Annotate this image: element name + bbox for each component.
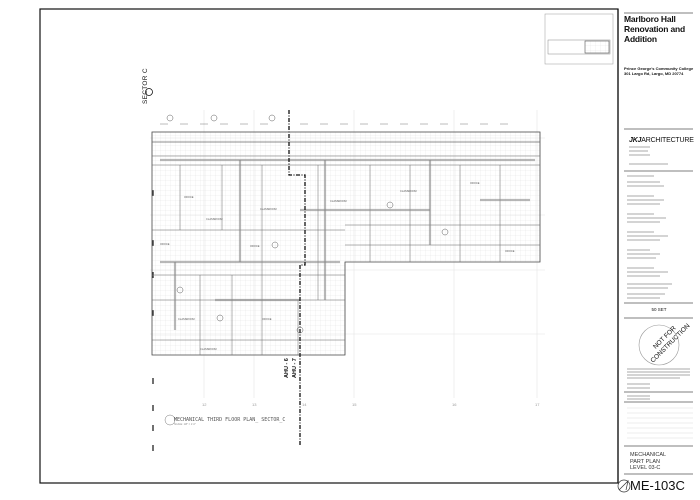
grid-label: 13	[252, 402, 257, 407]
grid-label: 16	[452, 402, 457, 407]
room-label: OFFICE	[470, 182, 480, 185]
sheet-title-line: LEVEL 03-C	[630, 465, 661, 471]
sheet-title: MECHANICAL PART PLAN LEVEL 03-C	[630, 452, 666, 472]
grid-label: 12	[202, 402, 207, 407]
client-name: Prince George's Community College	[624, 66, 694, 71]
room-label: OFFICE	[505, 250, 515, 253]
room-label: OFFICE	[184, 196, 194, 199]
sector-marker	[145, 88, 153, 96]
room-label: OFFICE	[160, 243, 170, 246]
client-info: Prince George's Community College 301 La…	[624, 66, 696, 76]
room-label: CLASSROOM	[200, 348, 217, 351]
ahu-label: AHU - 6	[284, 358, 290, 378]
floor-plan	[151, 114, 541, 356]
room-label: CLASSROOM	[178, 318, 195, 321]
architect-logo: JKJARCHITECTURE	[629, 137, 694, 144]
client-address: 301 Largo Rd, Largo, MD 20774	[624, 71, 684, 76]
grid-label: 17	[535, 402, 540, 407]
plan-title-marker	[164, 414, 176, 426]
project-title: Marlboro Hall Renovation and Addition	[624, 14, 685, 44]
ahu-label: AHU - 7	[292, 358, 298, 378]
plan-scale: SCALE: 1/8" = 1'-0"	[174, 423, 196, 426]
grid-label: 15	[352, 402, 357, 407]
ahu-zone-boundary	[288, 110, 306, 445]
room-label: CLASSROOM	[400, 190, 417, 193]
room-label: OFFICE	[250, 245, 260, 248]
logo-text: ARCHITECTURE	[641, 137, 694, 144]
grid-label: 14	[302, 402, 307, 407]
stamp-circle	[638, 324, 680, 366]
room-label: CLASSROOM	[260, 208, 277, 211]
plan-title: MECHANICAL THIRD FLOOR PLAN_ SECTOR_C	[174, 417, 286, 423]
sheet-number: ME-103C	[630, 478, 685, 493]
sector-label: SECTOR C	[142, 68, 149, 104]
sheet-title-line: PART PLAN	[630, 458, 660, 465]
room-label: CLASSROOM	[330, 200, 347, 203]
sheet-title-line: MECHANICAL	[630, 452, 667, 458]
room-label: OFFICE	[262, 318, 272, 321]
room-label: CLASSROOM	[206, 218, 223, 221]
set-label: 50 SET	[651, 307, 667, 312]
logo-mark: JKJ	[629, 137, 642, 144]
north-arrow-icon	[617, 479, 631, 493]
key-plan	[544, 13, 614, 65]
